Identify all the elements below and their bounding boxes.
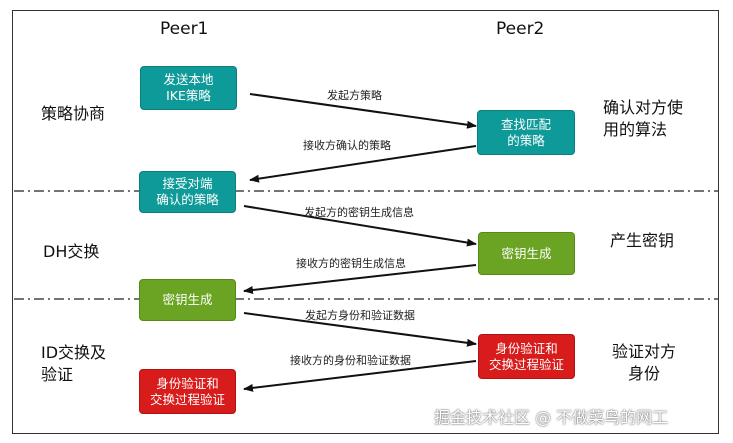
section-label-policy: 策略协商 xyxy=(41,104,106,123)
message-m1: 发起方策略 xyxy=(327,89,382,102)
section-label-id: ID交换及 验证 xyxy=(41,343,107,384)
box-keygen-peer2: 密钥生成 xyxy=(478,232,575,275)
watermark: 掘金技术社区 @ 不做菜鸟的网工 xyxy=(434,408,669,427)
arrow-m6 xyxy=(243,360,477,392)
arrow-m2 xyxy=(249,145,477,183)
box-auth-peer2: 身份验证和 交换过程验证 xyxy=(478,334,575,379)
message-m2: 接收方确认的策略 xyxy=(303,139,391,152)
message-m3: 发起方的密钥生成信息 xyxy=(304,206,414,219)
peer2-header: Peer2 xyxy=(496,19,545,39)
box-send-local-policy: 发送本地 IKE策略 xyxy=(140,66,237,110)
arrow-m4 xyxy=(243,264,477,294)
box-keygen-peer1: 密钥生成 xyxy=(139,279,236,321)
section-result-policy: 确认对方使 用的算法 xyxy=(603,98,684,139)
box-accept-peer-policy: 接受对端 确认的策略 xyxy=(139,171,236,213)
message-m5: 发起方身份和验证数据 xyxy=(305,309,415,322)
arrow-m5 xyxy=(243,312,477,347)
arrow-m3 xyxy=(243,205,477,247)
message-m6: 接收方的身份和验证数据 xyxy=(290,354,411,367)
section-result-dh: 产生密钥 xyxy=(610,231,675,250)
peer1-header: Peer1 xyxy=(160,19,209,39)
box-find-match-policy: 查找匹配 的策略 xyxy=(477,110,575,155)
message-m4: 接收方的密钥生成信息 xyxy=(296,257,406,270)
section-label-dh: DH交换 xyxy=(43,242,100,261)
arrow-m1 xyxy=(249,93,477,129)
box-auth-peer1: 身份验证和 交换过程验证 xyxy=(139,369,236,414)
diagram-frame xyxy=(12,10,719,434)
section-result-id: 验证对方 身份 xyxy=(612,342,677,383)
